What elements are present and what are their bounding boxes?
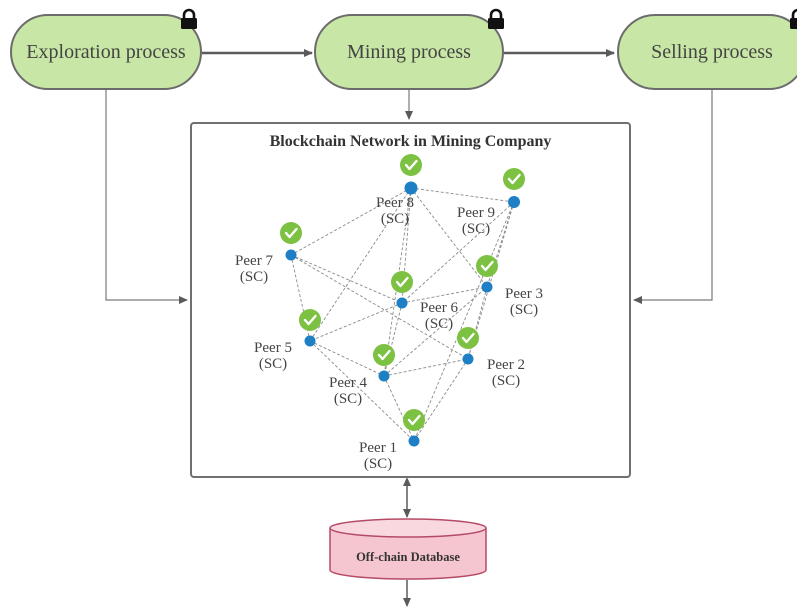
check-icon — [476, 255, 498, 277]
peer-role: (SC) — [491, 373, 521, 389]
selling-process-label: Selling process — [651, 40, 773, 63]
mining-process-label: Mining process — [347, 40, 471, 63]
arrow-selling-to-network — [633, 90, 713, 304]
peer-node-5 — [304, 335, 316, 347]
check-icon — [391, 271, 413, 293]
peer-role: (SC) — [239, 269, 269, 285]
exploration-process-label: Exploration process — [26, 40, 186, 63]
database-label: Off-chain Database — [356, 550, 460, 564]
peer-name: Peer 1 — [359, 440, 397, 456]
network-title: Blockchain Network in Mining Company — [269, 133, 552, 150]
check-icon — [457, 327, 479, 349]
arrow-exploration-to-network — [105, 90, 188, 304]
peer-name: Peer 2 — [487, 357, 525, 373]
peer-name: Peer 6 — [420, 300, 458, 316]
check-icon — [280, 222, 302, 244]
lock-icon — [488, 8, 504, 29]
peer-name: Peer 7 — [235, 253, 273, 269]
peer-role: (SC) — [461, 221, 491, 237]
check-icon — [400, 154, 422, 176]
check-icon — [299, 309, 321, 331]
peer-node-9 — [508, 196, 520, 208]
peer-role: (SC) — [363, 456, 393, 472]
peer-nodes — [285, 181, 520, 447]
peer-role: (SC) — [333, 391, 363, 407]
peer-name: Peer 9 — [457, 205, 495, 221]
peer-name: Peer 3 — [505, 286, 543, 302]
database-icon — [329, 518, 487, 580]
peer-label-3: Peer 3 (SC) — [492, 286, 556, 318]
lock-icon — [181, 8, 197, 29]
peer-node-4 — [378, 370, 390, 382]
peer-label-9: Peer 9 (SC) — [444, 205, 508, 237]
check-icon — [503, 168, 525, 190]
peer-label-5: Peer 5 (SC) — [241, 340, 305, 372]
lock-icon — [790, 8, 797, 29]
peer-label-1: Peer 1 (SC) — [346, 440, 410, 472]
peer-role: (SC) — [380, 211, 410, 227]
exploration-process: Exploration process — [10, 14, 202, 90]
peer-name: Peer 8 — [376, 195, 414, 211]
peer-node-3 — [481, 281, 493, 293]
selling-process: Selling process — [617, 14, 797, 90]
peer-label-7: Peer 7 (SC) — [222, 253, 286, 285]
peer-node-8 — [404, 181, 418, 195]
mining-process: Mining process — [314, 14, 504, 90]
peer-node-6 — [396, 297, 408, 309]
peer-name: Peer 4 — [329, 375, 367, 391]
peer-node-1 — [408, 435, 420, 447]
peer-node-2 — [462, 353, 474, 365]
peer-role: (SC) — [509, 302, 539, 318]
peer-label-2: Peer 2 (SC) — [474, 357, 538, 389]
peer-label-6: Peer 6 (SC) — [407, 300, 471, 332]
peer-role: (SC) — [424, 316, 454, 332]
peer-name: Peer 5 — [254, 340, 292, 356]
peer-label-4: Peer 4 (SC) — [316, 375, 380, 407]
peer-role: (SC) — [258, 356, 288, 372]
peer-edges — [290, 187, 515, 442]
peer-node-7 — [285, 249, 297, 261]
check-badges — [280, 154, 525, 431]
check-icon — [403, 409, 425, 431]
peer-label-8: Peer 8 (SC) — [363, 195, 427, 227]
check-icon — [373, 344, 395, 366]
